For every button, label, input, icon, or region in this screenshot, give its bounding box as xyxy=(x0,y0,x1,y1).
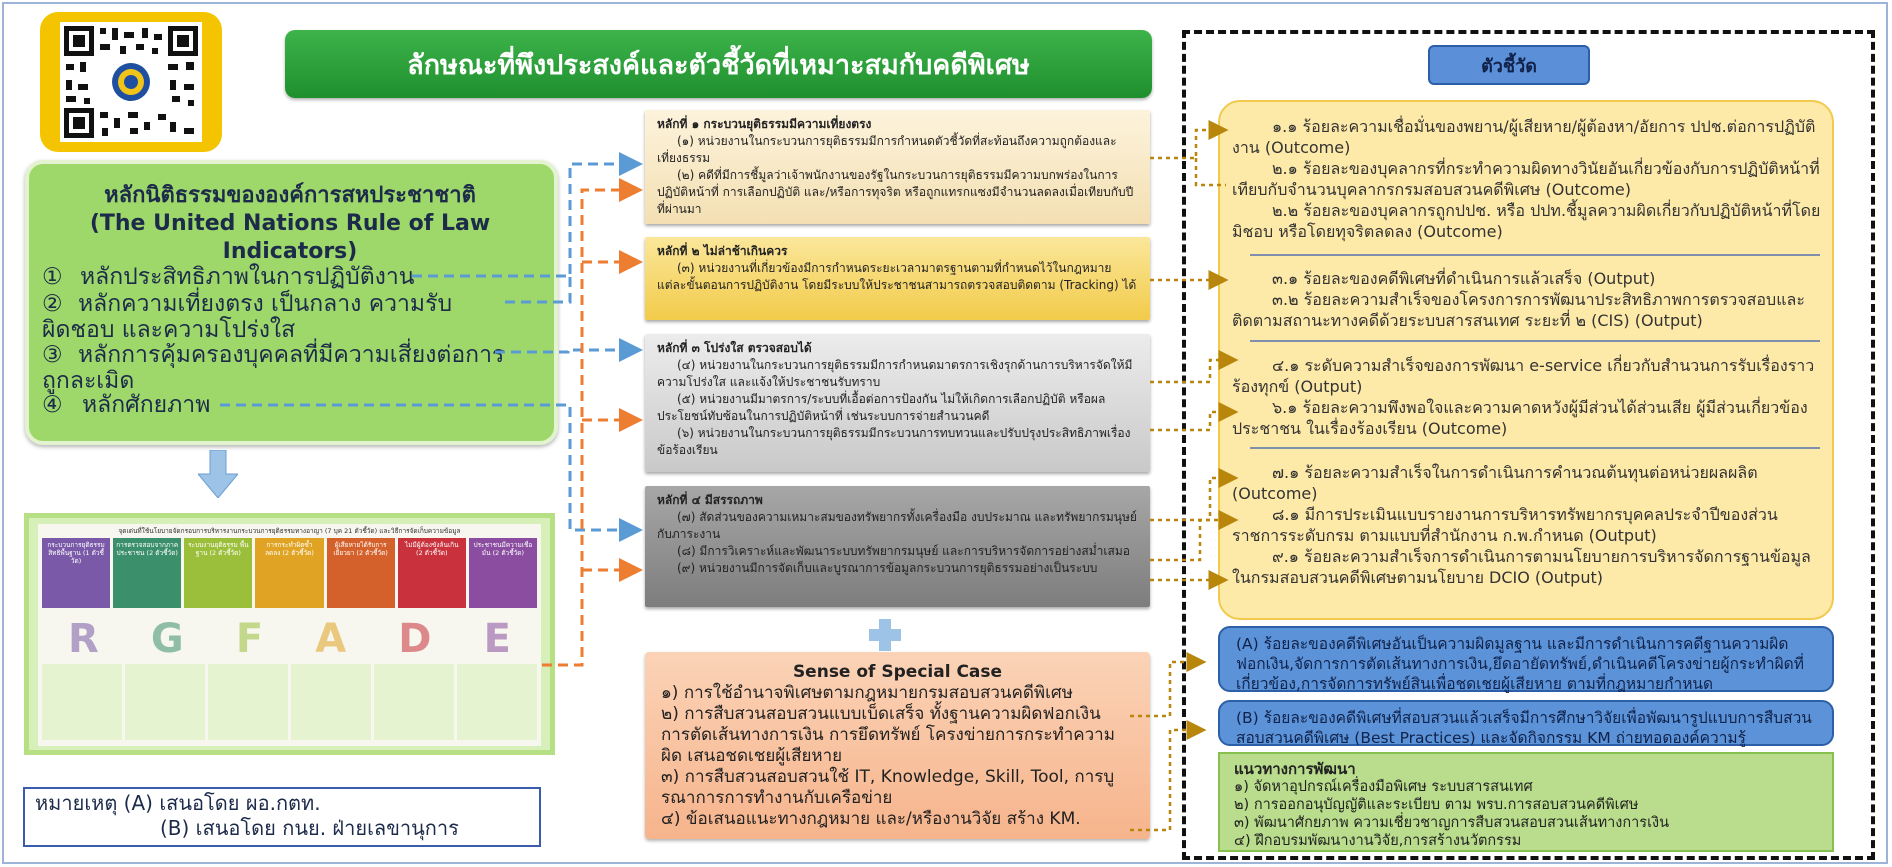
sense-title: Sense of Special Case xyxy=(792,662,1003,682)
sense-of-special-case-box: Sense of Special Case ๑) การใช้อำนาจพิเศ… xyxy=(645,652,1150,839)
rgfdr-letter: R xyxy=(68,616,99,662)
principle-4-box: หลักที่ ๔ มีสรรถภาพ (๗) สัดส่วนของความเห… xyxy=(645,486,1150,607)
indicator-header: ตัวชี้วัด xyxy=(1428,45,1590,85)
development-guideline-box: แนวทางการพัฒนา ๑) จัดหาอุปกรณ์เครื่องมือ… xyxy=(1218,752,1834,852)
sense-item: ๒) การสืบสวนสอบสวนแบบเบ็ดเสร็จ ทั้งฐานคว… xyxy=(661,704,1115,766)
indicator-group-1: ๑.๑ ร้อยละความเชื่อมั่นของพยาน/ผู้เสียหา… xyxy=(1232,116,1822,242)
principle-line: (๓) หน่วยงานที่เกี่ยวข้องมีการกำหนดระยะเ… xyxy=(657,261,1137,292)
indicator-item: ๙.๑ ร้อยละความสำเร็จการดำเนินการตามนโยบา… xyxy=(1232,547,1811,587)
number-4-icon: ④ xyxy=(42,392,63,418)
principle-1-title: หลักที่ ๑ กระบวนยุติธรรมมีความเที่ยงตรง xyxy=(657,117,872,131)
principle-line: (๘) มีการวิเคราะห์และพัฒนาระบบทรัพยากรมน… xyxy=(677,544,1130,558)
un-title-th: หลักนิติธรรมขององค์การสหประชาชาติ xyxy=(104,183,476,208)
number-3-icon: ③ xyxy=(42,342,63,368)
indicator-a-box: (A) ร้อยละของคดีพิเศษอันเป็นความผิดมูลฐา… xyxy=(1218,626,1834,693)
plus-icon xyxy=(869,619,901,651)
number-1-icon: ① xyxy=(42,264,63,290)
principle-1-box: หลักที่ ๑ กระบวนยุติธรรมมีความเที่ยงตรง … xyxy=(645,110,1150,224)
rgfdr-column-2: การตรวจสอบจากภาคประชาชน (2 ตัวชี้วัด) xyxy=(113,538,182,608)
rgfdr-column-6: ไม่มีผู้ต้องขังล้นเกิน (2 ตัวชี้วัด) xyxy=(397,538,466,608)
indicator-item: ๗.๑ ร้อยละความสำเร็จในการดำเนินการคำนวณต… xyxy=(1232,463,1758,503)
rgfdr-column-7: ประชาชนมีความเชื่อมั่น (2 ตัวชี้วัด) xyxy=(468,538,537,608)
indicator-item: ๓.๑ ร้อยละของคดีพิเศษที่ดำเนินการแล้วเสร… xyxy=(1272,269,1656,288)
indicator-b-box: (B) ร้อยละของคดีพิเศษที่สอบสวนแล้วเสร็จม… xyxy=(1218,700,1834,747)
indicator-item: ๘.๑ มีการประเมินแบบรายงานการบริหารทรัพยา… xyxy=(1232,505,1778,545)
un-item-text: หลักการคุ้มครองบุคคลที่มีความเสี่ยงต่อกา… xyxy=(42,342,505,394)
principle-line: (๗) สัดส่วนของความเหมาะสมของทรัพยากรทั้ง… xyxy=(657,510,1137,541)
down-arrow-icon xyxy=(198,450,238,498)
un-item-text: หลักประสิทธิภาพในการปฏิบัติงาน xyxy=(79,264,415,290)
principle-line: (๙) หน่วยงานมีการจัดเก็บและบูรณาการข้อมู… xyxy=(677,561,1098,575)
rgfdr-letter: A xyxy=(315,616,347,662)
un-item-text: หลักความเที่ยงตรง เป็นกลาง ความรับผิดชอบ… xyxy=(42,291,453,343)
indicator-group-2: ๓.๑ ร้อยละของคดีพิเศษที่ดำเนินการแล้วเสร… xyxy=(1232,268,1822,331)
principle-line: (๖) หน่วยงานในกระบวนการยุติธรรมมีกระบวนก… xyxy=(657,426,1131,457)
un-item-4: ④ หลักศักยภาพ xyxy=(42,392,472,418)
rgfdr-column-4: การกระทำผิดซ้ำ ลดลง (2 ตัวชี้วัด) xyxy=(255,538,324,608)
principle-4-title: หลักที่ ๔ มีสรรถภาพ xyxy=(657,493,763,507)
un-title: หลักนิติธรรมขององค์การสหประชาชาติ (The U… xyxy=(50,182,530,266)
un-item-1: ① หลักประสิทธิภาพในการปฏิบัติงาน xyxy=(42,264,462,290)
indicator-list-box xyxy=(1218,100,1834,620)
development-title: แนวทางการพัฒนา xyxy=(1234,760,1356,778)
page-title: ลักษณะที่พึงประสงค์และตัวชี้วัดที่เหมาะส… xyxy=(285,30,1152,98)
rgfdr-column-1: กระบวนการยุติธรรมสิทธิพื้นฐาน (1 ตัวชี้ว… xyxy=(42,538,111,608)
rgfdr-body xyxy=(42,664,537,740)
un-item-3: ③ หลักการคุ้มครองบุคคลที่มีความเสี่ยงต่อ… xyxy=(42,342,512,394)
principle-2-box: หลักที่ ๒ ไม่ล่าช้าเกินควร (๓) หน่วยงานท… xyxy=(645,237,1150,320)
development-item: ๔) ฝึกอบรมพัฒนางานวิจัย,การสร้างนวัตกรรม xyxy=(1234,833,1522,849)
rgfdr-columns: กระบวนการยุติธรรมสิทธิพื้นฐาน (1 ตัวชี้ว… xyxy=(42,538,537,608)
divider xyxy=(1250,254,1820,256)
principle-3-title: หลักที่ ๓ โปร่งใส ตรวจสอบได้ xyxy=(657,341,812,355)
rgfdr-header: จุดเด่นที่ใช้นโยบายจัดกรอบการบริหารงานกร… xyxy=(118,527,461,535)
rgfdr-column-5: ผู้เสียหายได้รับการเยียวยา (2 ตัวชี้วัด) xyxy=(326,538,395,608)
indicator-group-4: ๗.๑ ร้อยละความสำเร็จในการดำเนินการคำนวณต… xyxy=(1232,462,1822,588)
sense-item: ๔) ข้อเสนอแนะทางกฎหมาย และ/หรืองานวิจัย … xyxy=(661,809,1081,829)
indicator-item: ๑.๑ ร้อยละความเชื่อมั่นของพยาน/ผู้เสียหา… xyxy=(1232,117,1816,157)
un-item-2: ② หลักความเที่ยงตรง เป็นกลาง ความรับผิดช… xyxy=(42,291,472,343)
rgfdr-infographic: จุดเด่นที่ใช้นโยบายจัดกรอบการบริหารงานกร… xyxy=(38,524,541,746)
principle-3-box: หลักที่ ๓ โปร่งใส ตรวจสอบได้ (๔) หน่วยงา… xyxy=(645,334,1150,472)
development-item: ๓) พัฒนาศักยภาพ ความเชี่ยวชาญการสืบสวนสอ… xyxy=(1234,815,1670,831)
indicator-group-3: ๔.๑ ระดับความสำเร็จของการพัฒนา e-service… xyxy=(1232,355,1822,439)
note-line-2: (B) เสนอโดย กนย. ฝ่ายเลขานุการ xyxy=(160,816,459,840)
number-2-icon: ② xyxy=(42,291,63,317)
divider xyxy=(1250,340,1820,342)
indicator-item: ๒.๒ ร้อยละของบุคลากรถูกปปช. หรือ ปปท.ชี้… xyxy=(1232,201,1821,241)
qr-code-image xyxy=(64,26,198,138)
rgfdr-letter: E xyxy=(483,616,511,662)
rgfdr-letter: D xyxy=(398,616,432,662)
indicator-item: ๓.๒ ร้อยละความสำเร็จของโครงการการพัฒนาปร… xyxy=(1232,290,1805,330)
rgfdr-letter: F xyxy=(235,616,264,662)
note-line-1: หมายเหตุ (A) เสนอโดย ผอ.กตท. xyxy=(35,791,321,815)
principle-line: (๒) คดีที่มีการชี้มูลว่าเจ้าพนักงานของรั… xyxy=(657,168,1134,216)
rgfdr-column-3: ระบบงานยุติธรรม พื้นฐาน (2 ตัวชี้วัด) xyxy=(184,538,253,608)
sense-item: ๓) การสืบสวนสอบสวนใช้ IT, Knowledge, Ski… xyxy=(661,767,1115,808)
un-item-text: หลักศักยภาพ xyxy=(81,392,211,418)
qr-code[interactable] xyxy=(60,22,202,142)
sense-item: ๑) การใช้อำนาจพิเศษตามกฎหมายกรมสอบสวนคดี… xyxy=(661,683,1073,703)
principle-2-title: หลักที่ ๒ ไม่ล่าช้าเกินควร xyxy=(657,244,788,258)
development-item: ๑) จัดหาอุปกรณ์เครื่องมือพิเศษ ระบบสารสน… xyxy=(1234,779,1533,795)
indicator-panel-frame xyxy=(1182,30,1875,860)
indicator-item: ๔.๑ ระดับความสำเร็จของการพัฒนา e-service… xyxy=(1232,356,1815,396)
rgfdr-letter: G xyxy=(150,616,184,662)
un-title-en: (The United Nations Rule of Law Indicato… xyxy=(89,211,491,264)
divider xyxy=(1250,447,1820,449)
principle-line: (๕) หน่วยงานมีมาตรการ/ระบบที่เอื้อต่อการ… xyxy=(657,392,1106,423)
development-item: ๒) การออกอนุบัญญัติและระเบียบ ตาม พรบ.กา… xyxy=(1234,797,1639,813)
indicator-item: ๒.๑ ร้อยละของบุคลากรที่กระทำความผิดทางวิ… xyxy=(1232,159,1820,199)
principle-line: (๔) หน่วยงานในกระบวนการยุติธรรมมีการกำหน… xyxy=(657,358,1133,389)
note-box: หมายเหตุ (A) เสนอโดย ผอ.กตท. (B) เสนอโดย… xyxy=(23,787,541,847)
indicator-item: ๖.๑ ร้อยละความพึงพอใจและความคาดหวังผู้มี… xyxy=(1232,398,1808,438)
principle-line: (๑) หน่วยงานในกระบวนการยุติธรรมมีการกำหน… xyxy=(657,134,1117,165)
